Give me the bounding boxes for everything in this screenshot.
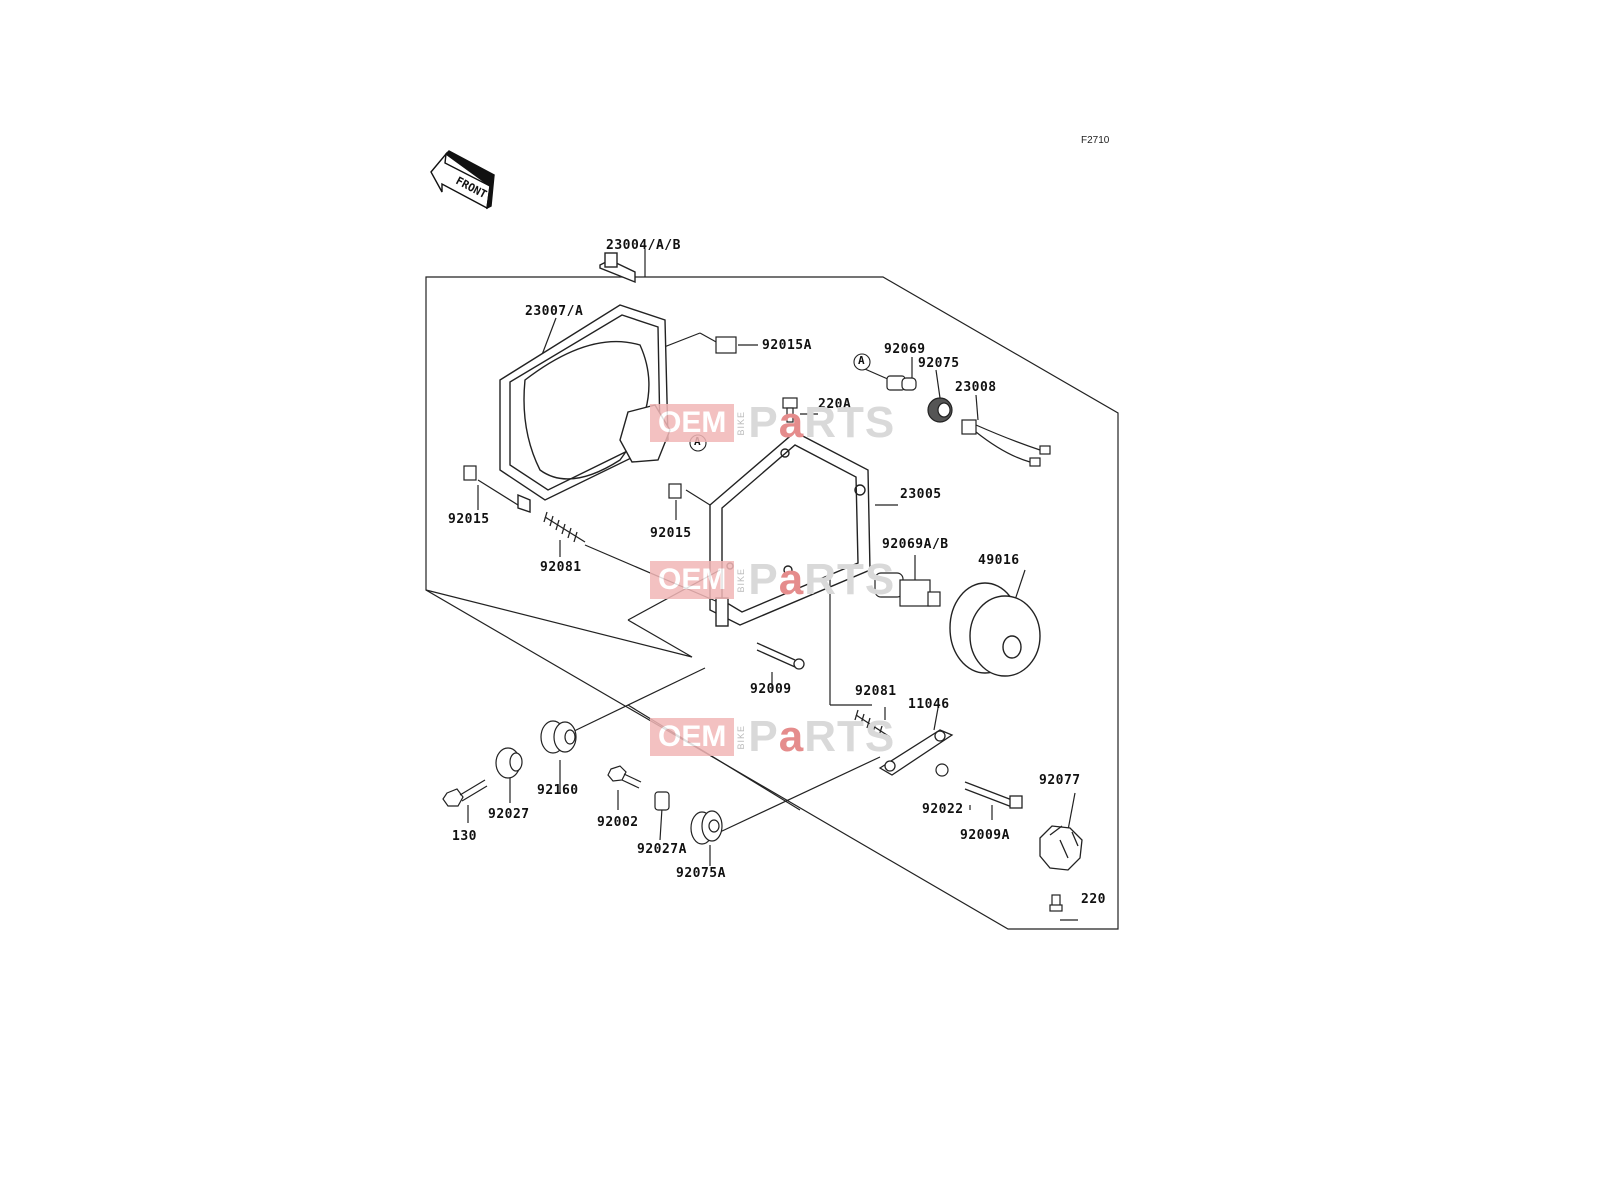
knob-92077 <box>1039 825 1083 871</box>
screw-220A <box>782 397 798 423</box>
callout-92002[interactable]: 92002 <box>597 815 639 830</box>
connector-a-marker-right <box>853 353 871 371</box>
connector-a-label-left: A <box>694 435 702 448</box>
headlight-rim <box>709 431 871 627</box>
callout-23008[interactable]: 23008 <box>955 380 997 395</box>
assembly-outline <box>425 249 1119 930</box>
spring-92081-right <box>854 709 891 738</box>
callout-92009[interactable]: 92009 <box>750 682 792 697</box>
callout-92081-right[interactable]: 92081 <box>855 684 897 699</box>
callout-92027[interactable]: 92027 <box>488 807 530 822</box>
bolt-92002 <box>607 765 642 789</box>
callout-49016[interactable]: 49016 <box>978 553 1020 568</box>
collar-92027A <box>654 791 670 811</box>
callout-92015A[interactable]: 92015A <box>762 338 812 353</box>
callout-92027A[interactable]: 92027A <box>637 842 687 857</box>
callout-92015-mid[interactable]: 92015 <box>650 526 692 541</box>
socket-23008 <box>961 419 1051 467</box>
screw-220 <box>1049 894 1063 912</box>
callout-92081-left[interactable]: 92081 <box>540 560 582 575</box>
bulb-92069 <box>886 375 917 391</box>
bulb-92069AB <box>874 572 941 607</box>
callout-92022[interactable]: 92022 <box>922 802 964 817</box>
callout-23005[interactable]: 23005 <box>900 487 942 502</box>
callout-92077[interactable]: 92077 <box>1039 773 1081 788</box>
callout-92069AB[interactable]: 92069A/B <box>882 537 949 552</box>
screw-92009A <box>964 781 1023 809</box>
clip-92015-mid <box>668 483 682 499</box>
callout-92160[interactable]: 92160 <box>537 783 579 798</box>
callout-92075[interactable]: 92075 <box>918 356 960 371</box>
grommet-92075 <box>927 397 953 423</box>
bolt-130 <box>442 779 488 807</box>
front-arrow-icon <box>430 150 495 210</box>
dust-cover-49016 <box>949 582 1041 677</box>
washer-92022 <box>935 763 949 777</box>
callout-92015-left[interactable]: 92015 <box>448 512 490 527</box>
callout-23004[interactable]: 23004/A/B <box>606 238 681 253</box>
grommet-92160 <box>540 720 577 754</box>
callout-23007[interactable]: 23007/A <box>525 304 584 319</box>
plate-11046 <box>878 729 954 776</box>
spring-92081-left <box>543 511 586 543</box>
connector-a-label-right: A <box>858 354 866 367</box>
callout-92069[interactable]: 92069 <box>884 342 926 357</box>
callout-220A[interactable]: 220A <box>818 397 852 412</box>
clip-92015-left <box>463 465 477 481</box>
headlight-housing <box>499 252 671 513</box>
grommet-92075A <box>690 810 723 845</box>
collar-92027 <box>495 747 523 779</box>
callout-220[interactable]: 220 <box>1081 892 1106 907</box>
clip-92015A <box>715 336 737 354</box>
callout-11046[interactable]: 11046 <box>908 697 950 712</box>
figure-code: F2710 <box>1081 135 1110 146</box>
screw-92009 <box>756 642 805 670</box>
callout-130[interactable]: 130 <box>452 829 477 844</box>
callout-92009A[interactable]: 92009A <box>960 828 1010 843</box>
callout-92075A[interactable]: 92075A <box>676 866 726 881</box>
